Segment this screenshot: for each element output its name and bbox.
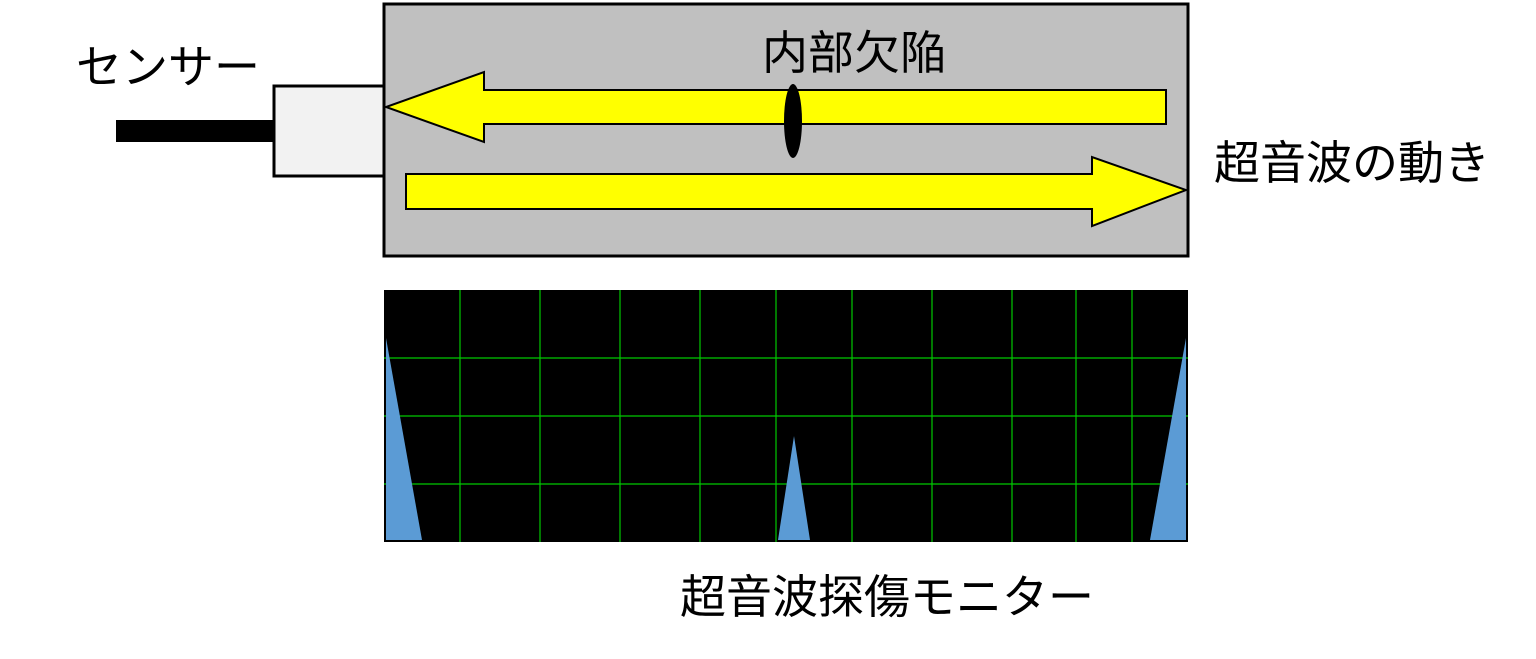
initial-echo-peak [386, 338, 422, 540]
back-wall-echo-peak [1150, 338, 1186, 540]
sensor-label: センサー [76, 40, 260, 94]
monitor-grid [384, 290, 1188, 542]
defect-echo-peak [778, 436, 810, 540]
return-wave-arrow [383, 70, 1167, 144]
ultrasonic-probe-icon [272, 84, 386, 178]
defect-label: 内部欠陥 [762, 26, 946, 80]
sensor-cable [116, 120, 276, 142]
transmitted-wave-arrow [405, 155, 1189, 228]
internal-defect-icon [784, 84, 802, 158]
wave-motion-label: 超音波の動き [1214, 136, 1490, 190]
echo-peaks [386, 338, 1186, 540]
monitor-label: 超音波探傷モニター [680, 570, 1094, 624]
